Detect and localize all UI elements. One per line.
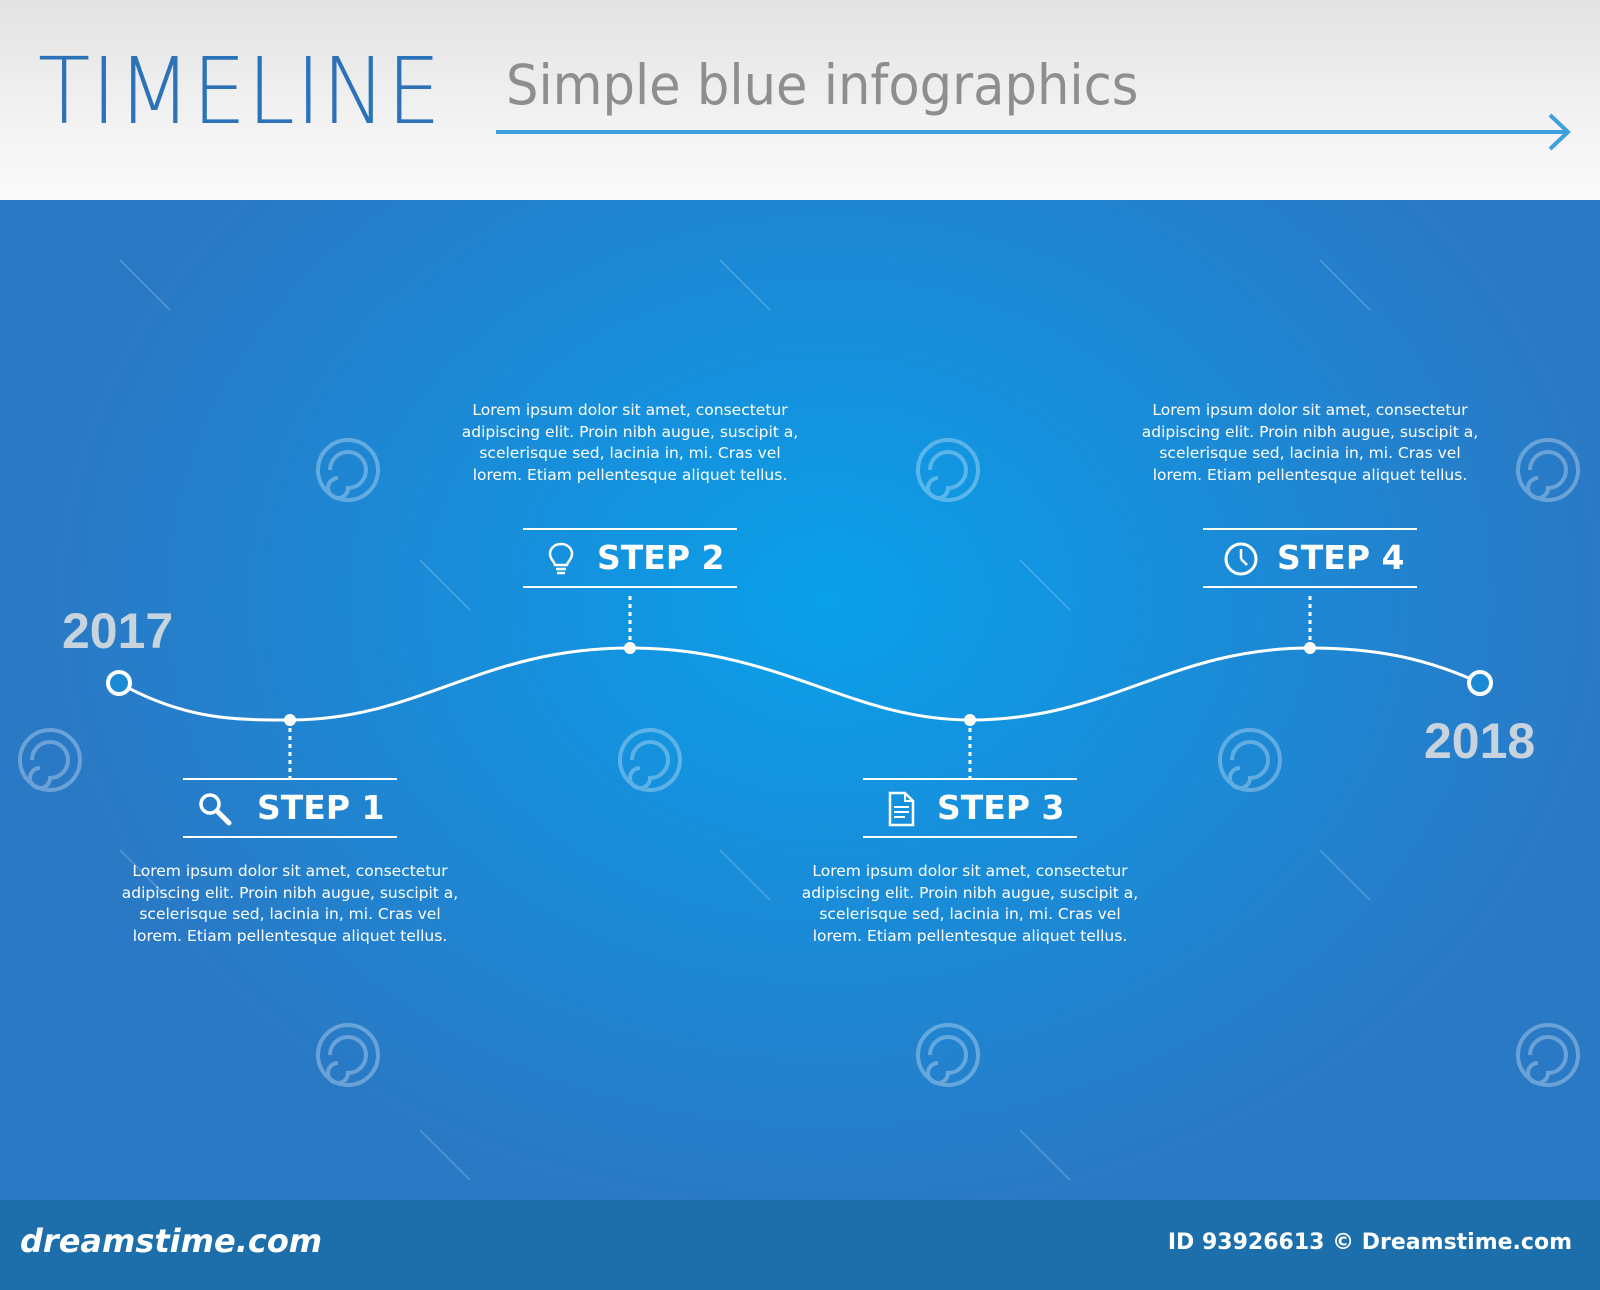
page-title: TIMELINE	[38, 38, 442, 145]
step-3-description: Lorem ipsum dolor sit amet, consectetur …	[801, 862, 1139, 945]
lightbulb-icon	[548, 542, 574, 575]
header-bar: TIMELINE Simple blue infographics	[0, 0, 1600, 200]
step-1-description: Lorem ipsum dolor sit amet, consectetur …	[121, 862, 459, 945]
step-4-title: STEP 4	[1277, 538, 1405, 577]
step-2-title: STEP 2	[597, 538, 725, 577]
step-3-label-box: STEP 3	[863, 778, 1077, 838]
header-arrow	[496, 113, 1571, 151]
start-node	[106, 670, 132, 696]
step-4-description: Lorem ipsum dolor sit amet, consectetur …	[1141, 401, 1479, 484]
step-1-label-box: STEP 1	[183, 778, 397, 838]
footer-image-id: ID 93926613 © Dreamstime.com	[1167, 1230, 1572, 1255]
step-2-label-box: STEP 2	[523, 528, 737, 588]
step-2-node	[624, 642, 636, 654]
step-1-node	[284, 714, 296, 726]
footer-bar: dreamstime.com ID 93926613 © Dreamstime.…	[0, 1200, 1600, 1290]
step-1-title: STEP 1	[257, 788, 385, 827]
step-4-node	[1304, 642, 1316, 654]
start-year-label: 2017	[62, 603, 174, 659]
document-icon	[888, 791, 915, 827]
page-subtitle: Simple blue infographics	[506, 53, 1139, 117]
search-icon	[199, 793, 232, 826]
step-2-description: Lorem ipsum dolor sit amet, consectetur …	[461, 401, 799, 484]
step-3-node	[964, 714, 976, 726]
step-3-title: STEP 3	[937, 788, 1065, 827]
clock-icon	[1224, 542, 1258, 576]
footer-logo: dreamstime.com	[20, 1222, 323, 1260]
timeline-background	[0, 200, 1600, 1200]
end-year-label: 2018	[1424, 713, 1536, 769]
end-node	[1467, 670, 1493, 696]
step-4-label-box: STEP 4	[1203, 528, 1417, 588]
